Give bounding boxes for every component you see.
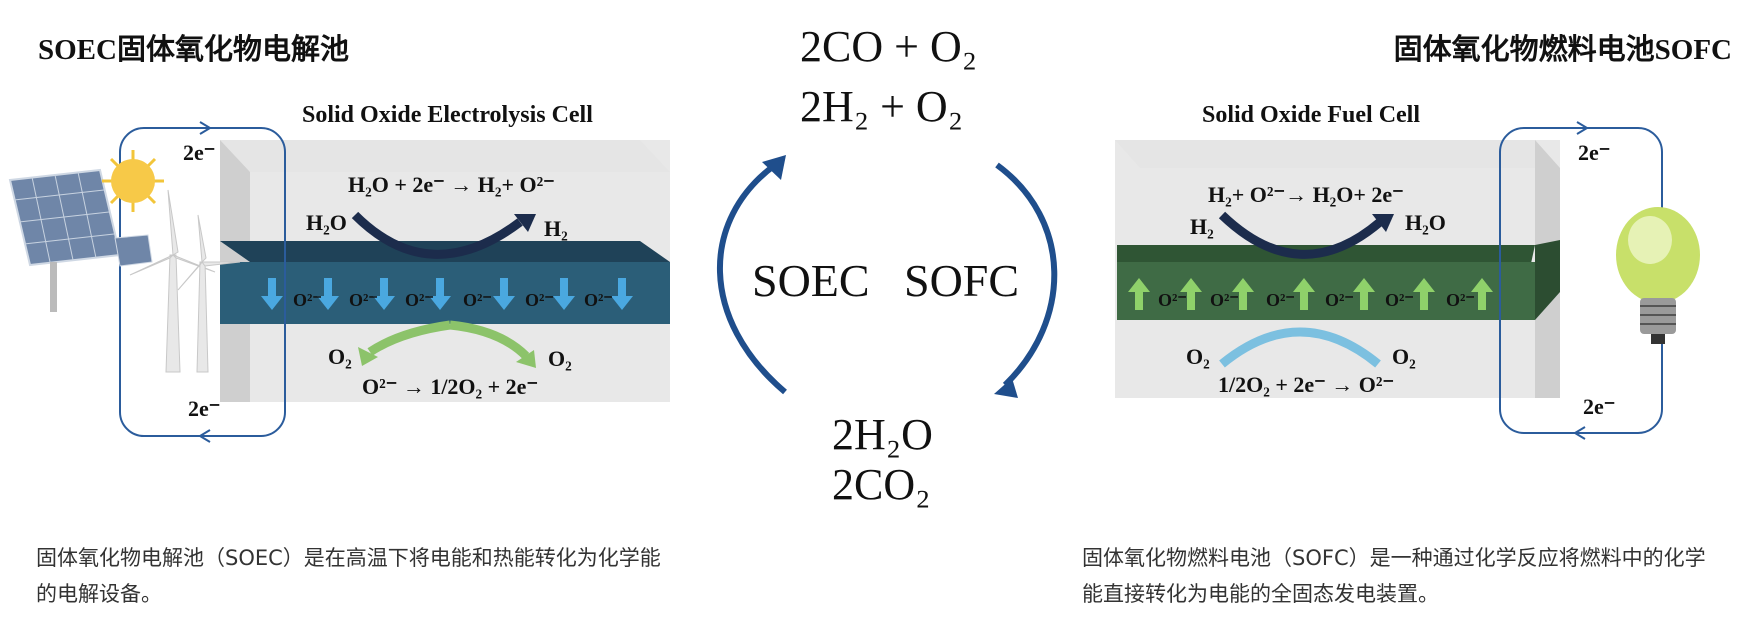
soec-ion-label: O²⁻ [525, 290, 554, 310]
sofc-ion-label: O²⁻ [1210, 290, 1239, 310]
soec-ion-label: O²⁻ [463, 290, 492, 310]
soec-cell [220, 140, 670, 402]
sofc-bottom-reaction: 1/2O₂ + 2e⁻ → O²⁻ [1218, 372, 1395, 397]
wind-turbine-icon [129, 189, 241, 373]
sofc-ion-arrows [1128, 278, 1493, 310]
sofc-top-reaction: H₂+ O²⁻→ H₂O+ 2e⁻ [1208, 182, 1404, 207]
soec-circuit [119, 121, 286, 443]
sofc-electron-bottom: 2e⁻ [1583, 394, 1616, 419]
soec-ion-label: O²⁻ [349, 290, 378, 310]
solar-panel-icon [8, 168, 153, 312]
cycle-products-line2: 2H₂ + O₂ [800, 82, 964, 131]
sofc-ion-label: O²⁻ [1385, 290, 1414, 310]
cycle-reactants-line2: 2CO₂ [832, 460, 931, 509]
sofc-o2-right: O₂ [1392, 344, 1416, 369]
soec-ion-label: O²⁻ [293, 290, 322, 310]
soec-o2-right: O₂ [548, 346, 572, 371]
sofc-in-label: H₂ [1190, 214, 1214, 239]
soec-electron-top: 2e⁻ [183, 140, 216, 165]
soec-top-reaction: H₂O + 2e⁻ → H₂+ O²⁻ [348, 172, 555, 197]
sofc-ion-label: O²⁻ [1266, 290, 1295, 310]
sofc-cell [1115, 140, 1560, 398]
soec-o2-left: O₂ [328, 344, 352, 369]
sofc-ion-label: O²⁻ [1325, 290, 1354, 310]
soec-ion-label: O²⁻ [584, 290, 613, 310]
soec-ion-label: O²⁻ [405, 290, 434, 310]
soec-heading: SOEC固体氧化物电解池 [38, 34, 349, 66]
cycle-reactants-line1: 2H₂O [832, 410, 933, 459]
sofc-electron-top: 2e⁻ [1578, 140, 1611, 165]
cycle-products-line1: 2CO + O₂ [800, 22, 978, 71]
sofc-ion-label: O²⁻ [1446, 290, 1475, 310]
soec-bottom-reaction: O²⁻ → 1/2O₂ + 2e⁻ [362, 374, 539, 399]
soec-electrolyte [220, 262, 670, 324]
cycle-arrows [717, 162, 1058, 395]
sofc-out-label: H₂O [1405, 210, 1446, 235]
cycle-left-label: SOEC [752, 255, 870, 306]
soec-out-label: H₂ [544, 216, 568, 241]
soec-cell-title: Solid Oxide Electrolysis Cell [302, 102, 593, 128]
cycle-arrow-head-up [762, 155, 786, 180]
soec-electron-bottom: 2e⁻ [188, 396, 221, 421]
cycle-right-label: SOFC [904, 255, 1020, 306]
soec-description: 固体氧化物电解池（SOEC）是在高温下将电能和热能转化为化学能的电解设备。 [36, 546, 661, 606]
sofc-o2-left: O₂ [1186, 344, 1210, 369]
sofc-heading: 固体氧化物燃料电池SOFC [1393, 34, 1732, 66]
sofc-cell-title: Solid Oxide Fuel Cell [1202, 102, 1421, 128]
cycle-arrow-head-down [994, 378, 1018, 398]
sofc-ion-label: O²⁻ [1158, 290, 1187, 310]
light-bulb-icon [1616, 207, 1700, 344]
soec-ion-arrows [261, 278, 633, 310]
sun-icon [102, 150, 164, 212]
sofc-description: 固体氧化物燃料电池（SOFC）是一种通过化学反应将燃料中的化学能直接转化为电能的… [1082, 546, 1706, 606]
soec-in-label: H₂O [306, 210, 347, 235]
